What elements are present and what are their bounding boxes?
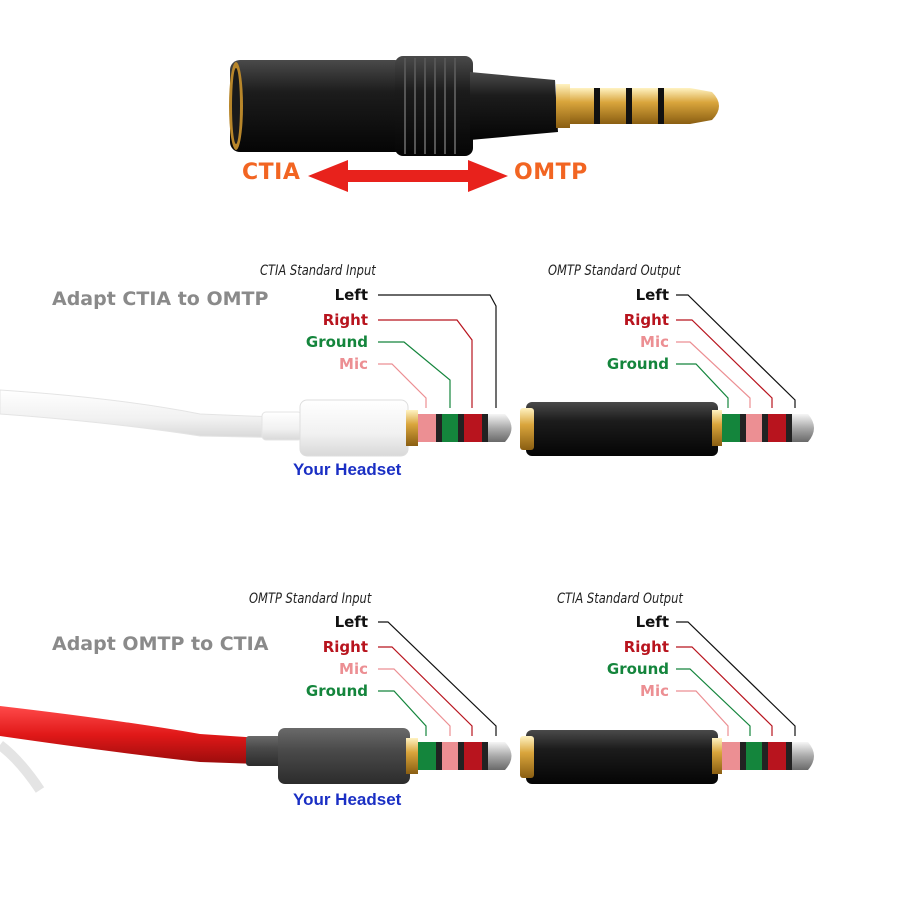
section-1-title: Adapt CTIA to OMTP <box>52 288 269 310</box>
section-1-input-pin-1: Left <box>334 286 368 304</box>
adapter-product-image <box>229 56 719 156</box>
section-2-output-pin-4: Mic <box>640 682 669 700</box>
section-1-output-pin-1: Left <box>635 286 669 304</box>
section-1-output-caption: OMTP Standard Output <box>548 263 681 279</box>
section-2-input-pin-1: Left <box>334 613 368 631</box>
section-1-input-pin-2: Right <box>322 311 368 329</box>
section-2-output-pin-2: Right <box>623 638 669 656</box>
section-1-output-pin-3: Mic <box>640 333 669 351</box>
omtp-label: OMTP <box>514 160 588 185</box>
section-1-output-pin-4: Ground <box>606 355 669 373</box>
section-1-input-pin-3: Ground <box>305 333 368 351</box>
section-2-title: Adapt OMTP to CTIA <box>52 633 269 655</box>
section-2-output-pin-1: Left <box>635 613 669 631</box>
section-1-output-pin-2: Right <box>623 311 669 329</box>
section-2-input-caption: OMTP Standard Input <box>249 591 372 607</box>
section-2-output-caption: CTIA Standard Output <box>557 591 683 607</box>
section-1-input-pin-4: Mic <box>339 355 368 373</box>
section-2-headset-label: Your Headset <box>293 790 402 809</box>
section-1-input-caption: CTIA Standard Input <box>260 263 376 279</box>
section-1-headset-label: Your Headset <box>293 460 402 479</box>
section-2-input-pin-2: Right <box>322 638 368 656</box>
section-2-input-pin-3: Mic <box>339 660 368 678</box>
ctia-label: CTIA <box>242 160 301 185</box>
section-2-input-pin-4: Ground <box>305 682 368 700</box>
section-1-art <box>0 294 814 457</box>
section-2-art <box>0 621 814 793</box>
section-2-output-pin-3: Ground <box>606 660 669 678</box>
double-headed-arrow-icon <box>308 160 508 192</box>
